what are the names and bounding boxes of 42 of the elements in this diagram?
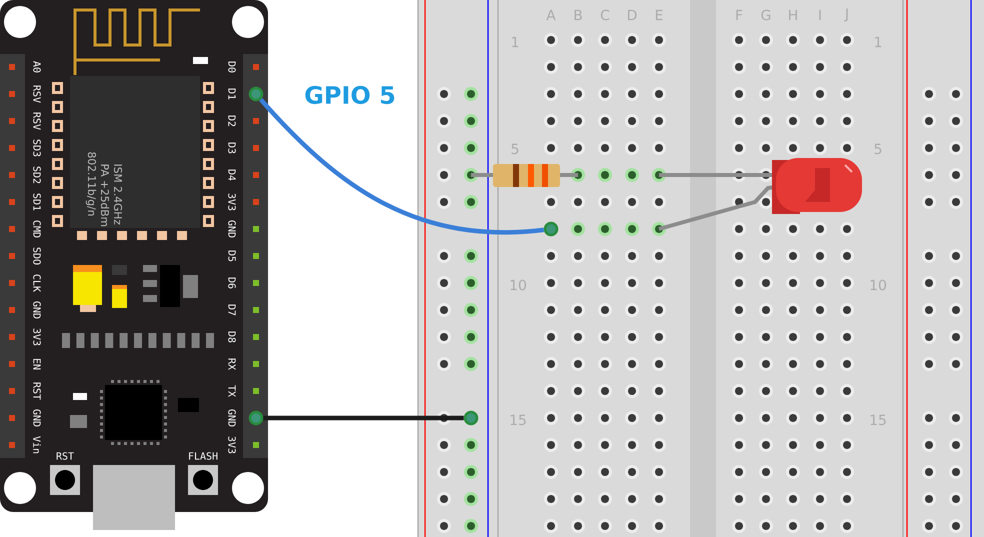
pin-label: Vin bbox=[33, 436, 41, 454]
pin-label: D1 bbox=[228, 88, 236, 100]
pin-label: SD1 bbox=[33, 194, 41, 210]
chip-text: PA +25dBm bbox=[100, 164, 110, 226]
pin-label: GND bbox=[33, 301, 41, 318]
breadboard-hole bbox=[464, 410, 478, 426]
button-label: RST bbox=[56, 452, 74, 460]
pin-label: 3V3 bbox=[228, 436, 236, 454]
pin-label: D4 bbox=[228, 170, 236, 181]
pin-label: TX bbox=[228, 385, 236, 397]
pin-label: SDO bbox=[33, 248, 41, 264]
pin-label: RX bbox=[228, 358, 236, 370]
pin-label: D0 bbox=[228, 62, 236, 72]
header-pin bbox=[248, 410, 264, 426]
pin-label: RSV bbox=[33, 86, 41, 103]
breadboard-hole bbox=[544, 222, 558, 236]
pin-label: CLK bbox=[33, 274, 41, 292]
chip-text: ISM 2.4GHz bbox=[114, 164, 122, 224]
pin-label: RST bbox=[33, 382, 41, 400]
pin-label: RSV bbox=[33, 112, 41, 130]
pin-label: GND bbox=[33, 409, 41, 426]
pin-label: EN bbox=[33, 358, 41, 370]
pin-label: GND bbox=[228, 409, 236, 426]
button-label: FLASH bbox=[189, 452, 218, 460]
pin-label: D5 bbox=[228, 250, 236, 262]
wire bbox=[259, 98, 544, 234]
pin-label: D3 bbox=[228, 142, 236, 154]
pin-label: CMD bbox=[33, 220, 41, 238]
pin-label: GND bbox=[228, 220, 236, 238]
pin-label: SD2 bbox=[33, 166, 41, 184]
pin-label: 3V3 bbox=[228, 194, 236, 210]
wire bbox=[263, 416, 464, 420]
pin-label: D8 bbox=[228, 332, 236, 342]
pin-label: D7 bbox=[228, 304, 236, 316]
pin-label: SD3 bbox=[33, 140, 41, 156]
chip-text: 802.11b/g/n bbox=[86, 152, 96, 216]
pin-label: D6 bbox=[228, 278, 236, 288]
pin-label: A0 bbox=[33, 61, 41, 72]
callout-label: GPIO 5 bbox=[305, 86, 394, 104]
header-pin bbox=[248, 86, 264, 102]
pin-label: 3V3 bbox=[33, 328, 41, 346]
pin-label: D2 bbox=[228, 116, 236, 126]
